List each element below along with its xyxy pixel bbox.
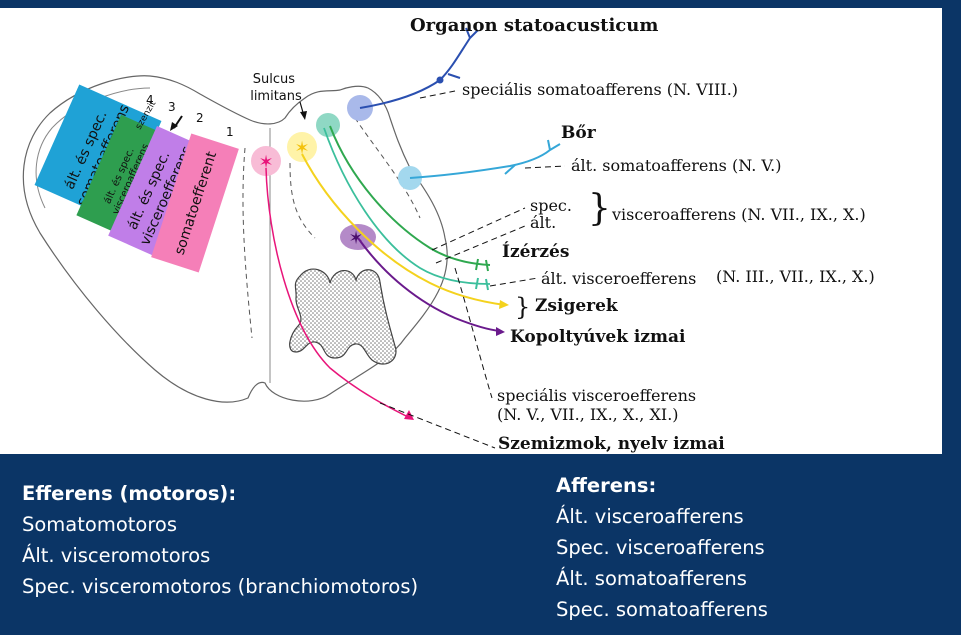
green-tract-ticks bbox=[475, 258, 489, 272]
label-szemizmok: Szemizmok, nyelv izmai bbox=[498, 434, 725, 454]
afferent-item-spec-visceroafferens: Spec. visceroafferens bbox=[556, 536, 765, 559]
label-spec-somatoafferens: speciális somatoafferens (N. VIII.) bbox=[462, 80, 738, 99]
label-spec: spec. bbox=[530, 196, 572, 215]
lightblue-tract bbox=[409, 149, 551, 179]
efferent-item-alt-visceromotoros: Ált. visceromotoros bbox=[22, 544, 211, 567]
star-yellow: ✶ bbox=[294, 138, 309, 159]
efferent-item-somatomotoros: Somatomotoros bbox=[22, 513, 178, 536]
nucleus-yellow bbox=[287, 132, 317, 162]
leader-bor bbox=[524, 165, 566, 169]
purple-tract bbox=[357, 237, 501, 332]
afferent-item-alt-visceroafferens: Ált. visceroafferens bbox=[556, 505, 744, 528]
purple-tract-arrowhead bbox=[496, 327, 505, 336]
column-number-3: 3 bbox=[168, 100, 176, 114]
yellow-tract bbox=[301, 153, 506, 306]
column-number-1: 1 bbox=[226, 125, 234, 139]
afferent-item-spec-somatoafferens: Spec. somatoafferens bbox=[556, 598, 768, 621]
sulcus-limitans-arrowhead bbox=[300, 111, 307, 120]
dashed-boundary-right bbox=[354, 117, 421, 219]
brace-zsigerek: } bbox=[515, 293, 530, 321]
label-bor: Bőr bbox=[561, 123, 597, 143]
column-number-2: 2 bbox=[196, 111, 204, 125]
pink-tract-arrowhead bbox=[404, 410, 414, 420]
dashed-boundary-left bbox=[242, 147, 253, 339]
efferent-legend-title: Efferens (motoros): bbox=[22, 482, 237, 505]
efferent-item-spec-visceromotoros: Spec. visceromotoros (branchiomotoros) bbox=[22, 575, 419, 598]
nucleus-teal bbox=[316, 113, 340, 137]
label-visceroefferens-nerves: (N. III., VII., IX., X.) bbox=[716, 267, 875, 286]
afferent-item-alt-somatoafferens: Ált. somatoafferens bbox=[556, 567, 747, 590]
label-izerzes: Ízérzés bbox=[502, 241, 569, 262]
star-pink: ✶ bbox=[258, 152, 273, 173]
leader-spec-visceroeff bbox=[454, 267, 493, 399]
label-alt-visceroefferens: ált. visceroefferens bbox=[541, 269, 696, 288]
column-number-4: 4 bbox=[146, 93, 154, 107]
efferent-legend: Efferens (motoros): Somatomotoros Ált. v… bbox=[22, 478, 418, 602]
label-kopoltyuvek: Kopoltyúvek izmai bbox=[510, 327, 686, 347]
leader-visceroeff bbox=[489, 277, 539, 287]
label-zsigerek: Zsigerek bbox=[535, 296, 619, 316]
leader-szemizmok bbox=[379, 402, 496, 449]
leader-statoacust bbox=[419, 90, 456, 99]
afferent-legend: Afferens: Ált. visceroafferens Spec. vis… bbox=[556, 470, 768, 625]
lightblue-branch bbox=[504, 139, 561, 175]
nucleus-pink bbox=[251, 146, 281, 176]
leader-alt bbox=[435, 225, 526, 264]
teal-tract bbox=[323, 127, 491, 285]
afferent-legend-title: Afferens: bbox=[556, 474, 657, 497]
label-organon: Organon statoacusticum bbox=[410, 15, 658, 36]
sulcus-limitans-label: Sulcus limitans bbox=[250, 72, 302, 104]
brace-visceroafferens: } bbox=[588, 188, 611, 229]
dashed-boundary-mid bbox=[289, 162, 316, 239]
label-alt: ált. bbox=[530, 213, 556, 232]
label-alt-somatoafferens: ált. somatoafferens (N. V.) bbox=[571, 156, 781, 175]
blue-ganglion bbox=[436, 76, 444, 84]
blue-branch bbox=[447, 27, 479, 79]
nucleus-purple bbox=[340, 224, 376, 250]
column-3-arrowhead bbox=[170, 122, 178, 131]
yellow-tract-arrowhead bbox=[499, 300, 509, 309]
brainstem-nuclei-diagram: ált. és spec. somatoafferens ált. és spe… bbox=[22, 15, 875, 454]
teal-tract-ticks bbox=[475, 277, 489, 291]
green-tract bbox=[329, 125, 491, 266]
label-visceroafferens: visceroafferens (N. VII., IX., X.) bbox=[611, 205, 866, 224]
leader-spec bbox=[431, 207, 526, 251]
figure-panel: ált. és spec. somatoafferens ált. és spe… bbox=[0, 8, 942, 454]
label-spec-visceroefferens: speciális visceroefferens (N. V., VII., … bbox=[497, 386, 701, 424]
star-purple: ✶ bbox=[348, 228, 363, 249]
inner-contour bbox=[35, 87, 151, 209]
inferior-olive bbox=[289, 268, 397, 365]
